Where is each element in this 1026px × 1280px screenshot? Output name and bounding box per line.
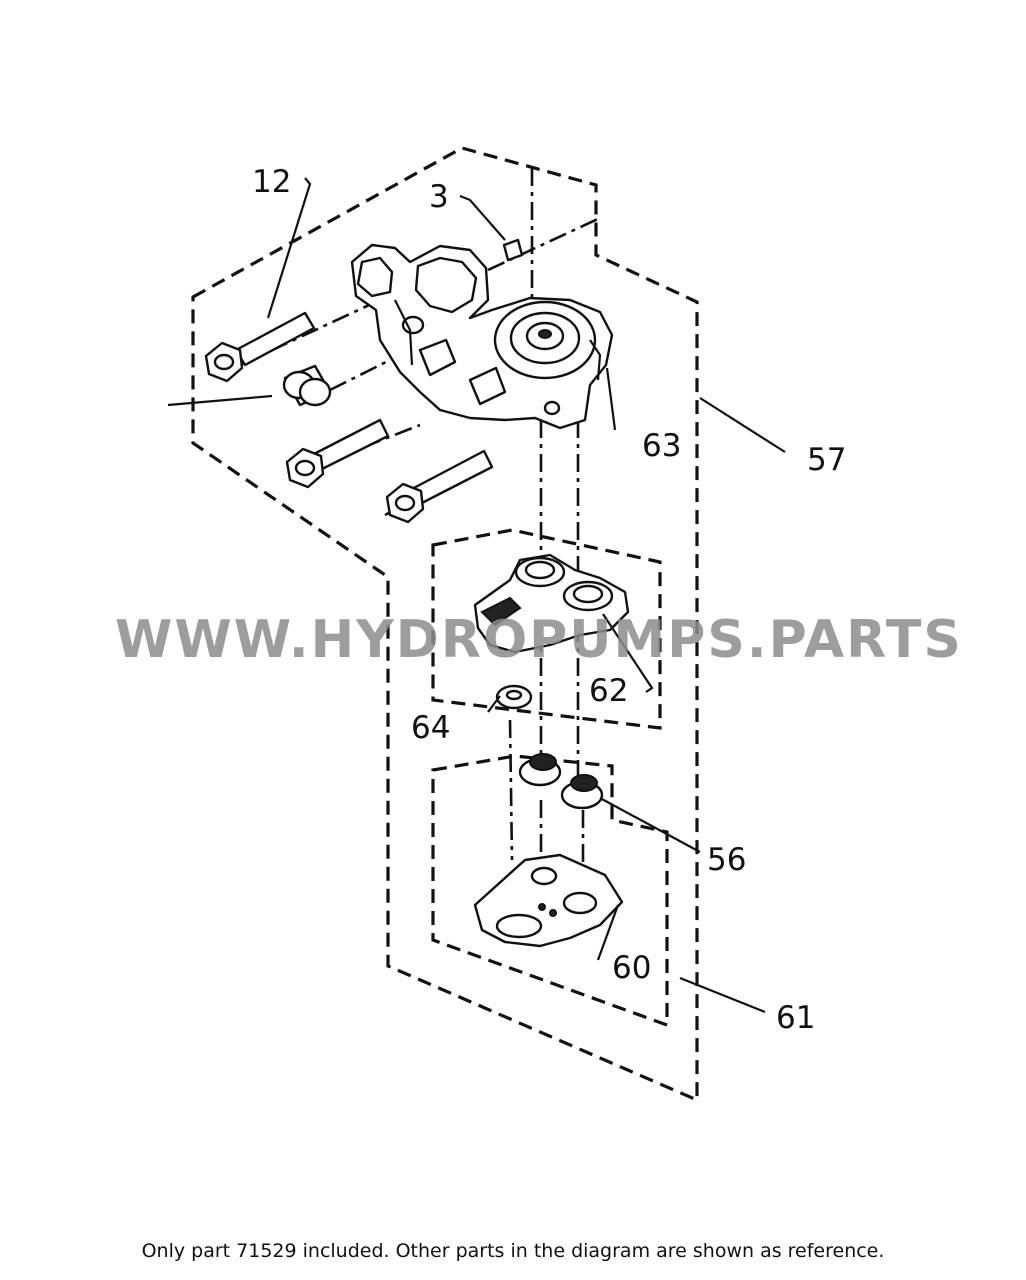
bolt-12 [204,311,316,383]
pin-3 [502,238,524,262]
callout-62: 62 [589,673,628,709]
pump-head-body [350,243,614,430]
valve-plate-62 [473,553,630,654]
footnote: Only part 71529 included. Other parts in… [141,1240,885,1262]
assembly-boundary [191,146,699,1103]
callout-64: 64 [411,710,450,746]
check-valves-56 [518,753,604,810]
callout-61: 61 [776,1000,815,1036]
lower-plate-60 [473,853,624,948]
callout-63: 63 [642,428,681,464]
callout-60: 60 [612,950,651,986]
bolt-lower-right [385,449,494,524]
bushing [282,364,332,407]
bolt-lower-left [285,418,390,489]
callout-57: 57 [807,442,846,478]
subassembly-62-boundary [431,528,662,730]
leader-lines [167,177,786,1014]
washer-64 [495,684,533,710]
callout-12: 12 [252,164,291,200]
callout-3: 3 [429,179,449,215]
watermark: WWW.HYDROPUMPS.PARTS [115,610,963,670]
callout-56: 56 [707,842,746,878]
